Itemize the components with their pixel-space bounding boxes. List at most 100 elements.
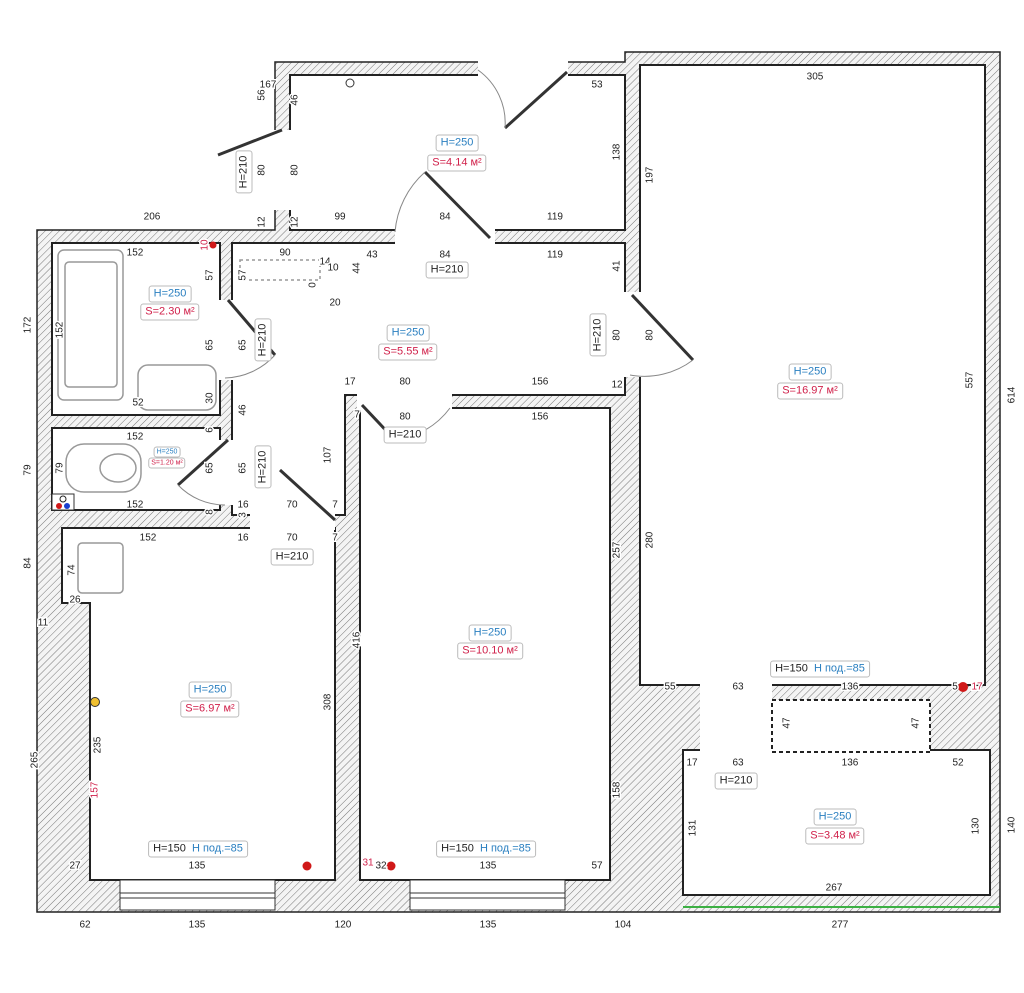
- balcony-door-height: H=210: [714, 772, 758, 790]
- dimension-label: 53: [591, 80, 603, 91]
- dimension-label: 157: [90, 781, 101, 798]
- kitchen-window-label: H=150 H под.=85: [148, 840, 248, 858]
- dimension-label: 31: [362, 858, 374, 869]
- dimension-label: 156: [532, 377, 549, 388]
- rooms: [51, 64, 991, 896]
- dimension-label: 55: [664, 682, 676, 693]
- balcony-height: H=250: [813, 808, 857, 826]
- middle-room-door-height: H=210: [383, 426, 427, 444]
- dimension-label: 47: [911, 717, 922, 729]
- dimension-label: 52: [132, 398, 144, 409]
- dimension-label: 26: [69, 595, 81, 606]
- toilet-door-height: H=210: [254, 445, 272, 489]
- dimension-label: 136: [842, 682, 859, 693]
- dimension-label: 614: [1007, 386, 1018, 403]
- dimension-label: 80: [399, 377, 411, 388]
- dimension-label: 0: [308, 282, 319, 288]
- dimension-label: 84: [439, 250, 451, 261]
- big-room-area: S=16.97 м²: [777, 382, 843, 400]
- dimension-label: 3: [238, 512, 249, 518]
- dimension-label: 57: [591, 861, 603, 872]
- dimension-label: 136: [842, 758, 859, 769]
- dimension-label: 16: [237, 500, 249, 511]
- dimension-label: 257: [612, 541, 623, 558]
- window-sill-height: H под.=85: [479, 842, 531, 855]
- dimension-label: 10: [200, 239, 211, 251]
- dimension-label: 135: [480, 920, 497, 931]
- dimension-label: 84: [23, 557, 34, 569]
- windows: [119, 879, 566, 911]
- corridor-height: H=250: [386, 324, 430, 342]
- loggia-niche: [771, 699, 931, 753]
- wardrobe-icon: [239, 259, 321, 281]
- big-room-window-label: H=150 H под.=85: [770, 660, 870, 678]
- dimension-label: 56: [257, 89, 268, 101]
- dimension-label: 130: [971, 817, 982, 834]
- dimension-label: 158: [612, 781, 623, 798]
- dimension-label: 12: [611, 380, 623, 391]
- dimension-label: 80: [612, 329, 623, 341]
- dimension-label: 308: [323, 693, 334, 710]
- dimension-label: 99: [334, 212, 346, 223]
- dimension-label: 206: [144, 212, 161, 223]
- bathroom-height: H=250: [148, 285, 192, 303]
- dimension-label: 65: [205, 462, 216, 474]
- dimension-label: 235: [93, 736, 104, 753]
- dimension-label: 43: [366, 250, 378, 261]
- kitchen-door-height: H=210: [270, 548, 314, 566]
- dimension-label: 90: [279, 248, 291, 259]
- dimension-label: 80: [290, 164, 301, 176]
- bathroom-door-height: H=210: [254, 318, 272, 362]
- dimension-label: 305: [807, 72, 824, 83]
- kitchen-area: S=6.97 м²: [180, 700, 240, 718]
- dimension-label: 14: [319, 257, 331, 268]
- dimension-label: 277: [832, 920, 849, 931]
- middle-room-window-label: H=150 H под.=85: [436, 840, 536, 858]
- dimension-label: 79: [23, 464, 34, 476]
- dimension-label: 57: [205, 269, 216, 281]
- dimension-label: 152: [55, 321, 66, 338]
- dimension-label: 80: [257, 164, 268, 176]
- bathtub-icon: [57, 249, 124, 401]
- entrance-door-height: H=210: [235, 150, 253, 194]
- dimension-label: 79: [55, 462, 66, 474]
- dimension-label: 65: [238, 462, 249, 474]
- dimension-label: 197: [645, 166, 656, 183]
- dimension-label: 12: [257, 216, 268, 228]
- dimension-label: 65: [205, 339, 216, 351]
- middle-room-window: [409, 879, 566, 911]
- dimension-label: 140: [1007, 816, 1018, 833]
- window-height: H=150: [153, 842, 186, 855]
- dimension-label: 156: [532, 412, 549, 423]
- dimension-label: 172: [23, 316, 34, 333]
- dimension-label: 84: [439, 212, 451, 223]
- window-height: H=150: [775, 662, 808, 675]
- toilet-area: S=1.20 м²: [148, 457, 186, 469]
- dimension-label: 265: [30, 751, 41, 768]
- hall-top-area: S=4.14 м²: [427, 154, 487, 172]
- dimension-label: 80: [399, 412, 411, 423]
- window-sill-height: H под.=85: [813, 662, 865, 675]
- washbasin-icon: [137, 364, 217, 411]
- dimension-label: 12: [290, 216, 301, 228]
- dimension-label: 167: [260, 80, 277, 91]
- dimension-label: 267: [826, 883, 843, 894]
- corridor-arch-height: H=210: [425, 261, 469, 279]
- kitchen-height: H=250: [188, 681, 232, 699]
- dimension-label: 152: [127, 248, 144, 259]
- dimension-label: 52: [952, 758, 964, 769]
- bathroom-area: S=2.30 м²: [140, 303, 200, 321]
- risers: [51, 78, 968, 871]
- dimension-label: 119: [547, 212, 563, 223]
- dimension-label: 41: [612, 260, 623, 272]
- dimension-label: 6: [205, 427, 216, 433]
- dimension-label: 47: [782, 717, 793, 729]
- dimension-label: 20: [329, 298, 341, 309]
- dimension-label: 416: [352, 631, 363, 648]
- middle-room-floor: [359, 407, 611, 881]
- dimension-label: 65: [238, 339, 249, 351]
- big-room-door-height: H=210: [589, 313, 607, 357]
- dimension-label: 17: [344, 377, 356, 388]
